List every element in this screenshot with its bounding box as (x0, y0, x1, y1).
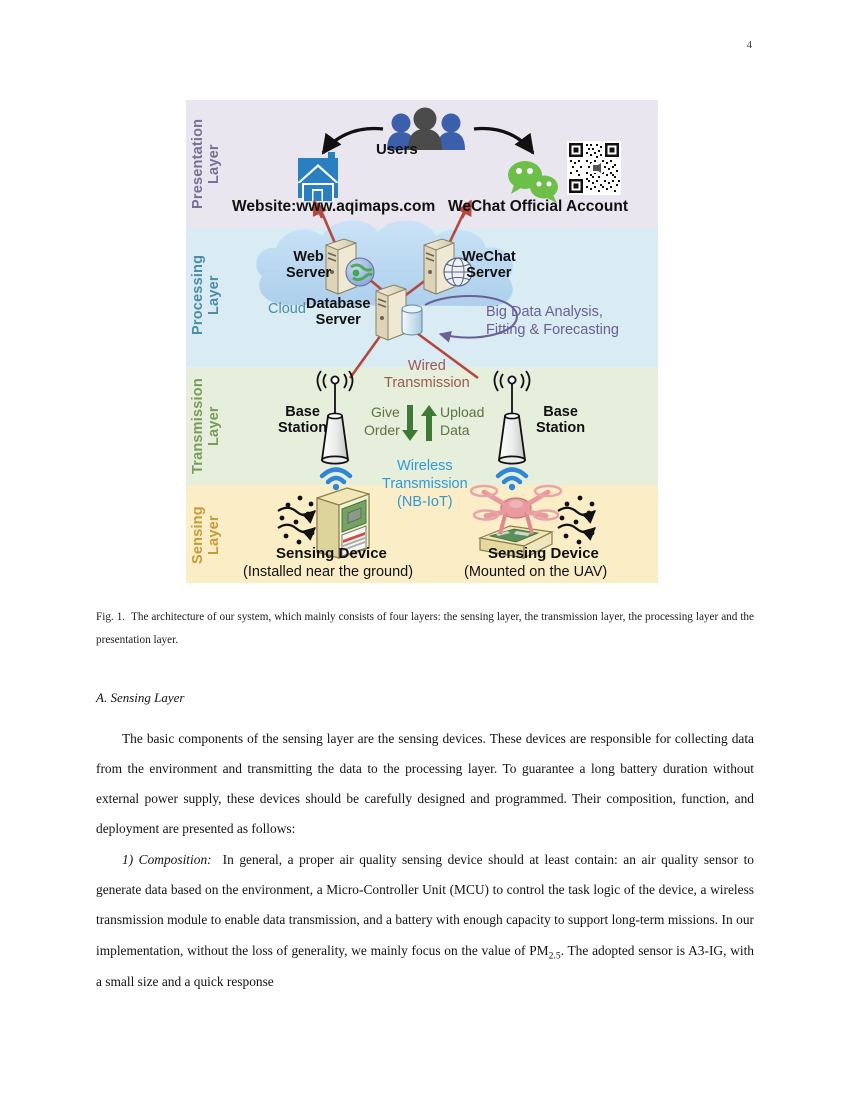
base-station-right-label: Base Station (536, 404, 586, 437)
sensing-layer-band (186, 485, 658, 583)
page-number: 4 (746, 40, 752, 51)
figure-caption-text: The architecture of our system, which ma… (96, 611, 754, 646)
processing-layer-band (186, 228, 658, 367)
upload-data-label: Upload Data (440, 404, 485, 438)
sensing-layer-label: Sensing Layer (190, 506, 223, 564)
paragraph-2-part-a: In general, a proper air quality sensing… (96, 851, 754, 958)
paragraph-2-part-b: . The adopted sensor is A3-IG, with a sm… (96, 942, 754, 990)
transmission-layer-label: Transmission Layer (190, 378, 223, 474)
database-server-label: Database Server (306, 296, 371, 329)
figure-caption: Fig. 1. The architecture of our system, … (96, 606, 754, 652)
users-label: Users (376, 141, 418, 158)
section-heading: A. Sensing Layer (96, 690, 185, 705)
ground-sensing-device-title: Sensing Device (276, 545, 387, 562)
cloud-label: Cloud (268, 301, 306, 317)
figure-caption-label: Fig. 1. (96, 611, 126, 623)
website-label: Website:www.aqimaps.com (232, 198, 436, 215)
wechat-label: WeChat Official Account (448, 198, 628, 215)
ground-sensing-device-sub: (Installed near the ground) (243, 564, 414, 580)
web-server-label: Web Server (286, 249, 332, 282)
paragraph-1: The basic components of the sensing laye… (96, 730, 754, 837)
base-station-left-label: Base Station (278, 404, 328, 437)
wired-transmission-label: Wired Transmission (384, 358, 470, 392)
processing-layer-label: Processing Layer (190, 254, 223, 336)
paragraph-2-run-in: 1) Composition: (122, 851, 212, 867)
uav-sensing-device-title: Sensing Device (488, 545, 599, 562)
system-architecture-figure: Presentation Layer Processing Layer Tran… (186, 100, 658, 583)
give-order-label: Give Order (364, 404, 400, 438)
wechat-server-label: WeChat Server (462, 249, 516, 282)
presentation-layer-label: Presentation Layer (190, 118, 223, 210)
paragraph-2: 1) Composition: In general, a proper air… (96, 845, 754, 998)
uav-sensing-device-sub: (Mounted on the UAV) (464, 564, 608, 580)
big-data-analysis-label: Big Data Analysis, Fitting & Forecasting (486, 304, 619, 338)
paragraph-2-subscript: 2.5 (548, 950, 561, 962)
body-text: A. Sensing Layer The basic components of… (96, 690, 754, 997)
wireless-transmission-label: Wireless Transmission (NB-IoT) (382, 458, 468, 510)
